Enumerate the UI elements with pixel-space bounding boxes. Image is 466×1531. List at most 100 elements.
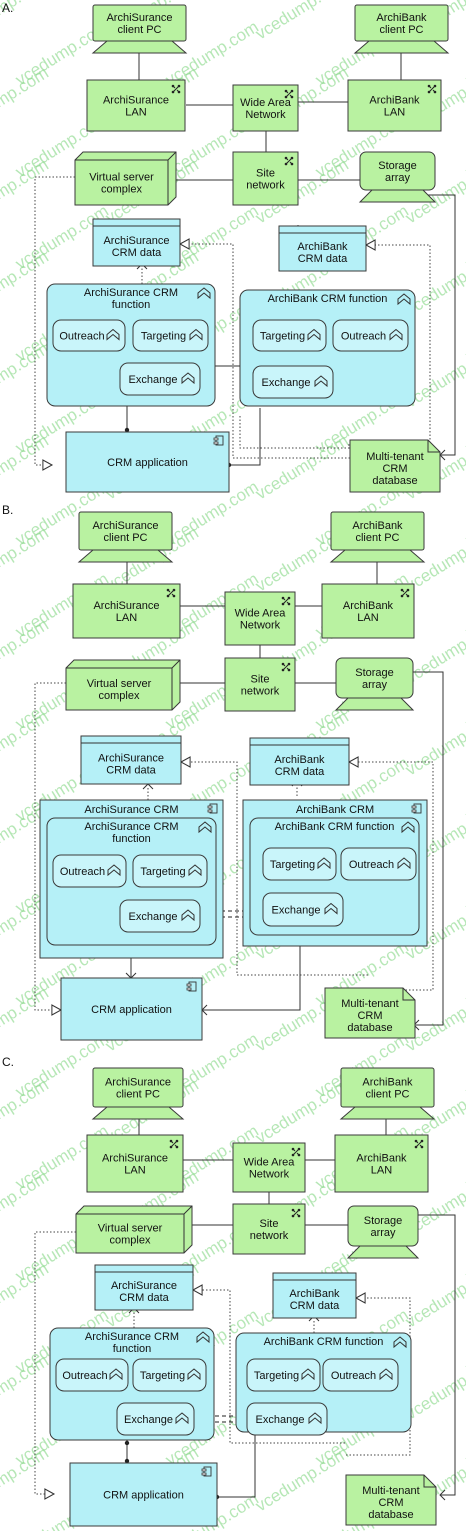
archibank-lan-a-box[interactable]: [347, 79, 442, 132]
function-icon: [189, 328, 203, 341]
function-icon: [106, 328, 120, 341]
crm-application-c-box[interactable]: [69, 1462, 218, 1527]
archibank-lan-c-box[interactable]: [334, 1134, 429, 1193]
archibank-client-pc-c-base: [339, 1106, 436, 1120]
exchange-function-c2-label: Exchange: [256, 1414, 305, 1426]
connector: [217, 1432, 256, 1498]
archisurance-crm-function-b-label: function: [112, 833, 151, 845]
exchange-function-c1-box[interactable]: [116, 1402, 195, 1436]
archisurance-lan-c-box[interactable]: [86, 1134, 184, 1193]
targeting-function-a1-box[interactable]: [132, 319, 209, 352]
component-icon: [411, 805, 417, 809]
component-icon: [186, 983, 192, 987]
archisurance-client-pc-a-label: client PC: [117, 24, 161, 36]
exchange-function-b2-box[interactable]: [262, 892, 344, 927]
wide-area-network-c-box[interactable]: [232, 1142, 306, 1193]
archisurance-crm-data-b-box[interactable]: [80, 735, 182, 785]
storage-array-a-label: Storage: [378, 160, 417, 172]
storage-array-c-label: array: [370, 1227, 396, 1239]
outreach-function-a2-box[interactable]: [332, 319, 409, 352]
archisurance-crm-component-b-label: ArchiSurance CRM: [84, 804, 178, 816]
wide-area-network-b-box[interactable]: [224, 591, 296, 646]
multi-tenant-crm-database-b-label: Multi-tenant: [341, 998, 398, 1010]
outreach-function-c1-box[interactable]: [55, 1358, 129, 1392]
multi-tenant-crm-database-b-box[interactable]: [324, 987, 416, 1039]
network-icon: [169, 1139, 173, 1143]
archisurance-lan-a-label: ArchiSurance: [103, 95, 169, 107]
archibank-client-pc-c-label: client PC: [365, 1089, 409, 1101]
network-icon: [297, 1147, 301, 1151]
archisurance-crm-data-a-label: ArchiSurance: [103, 235, 169, 247]
archisurance-crm-data-a-box[interactable]: [92, 218, 181, 267]
archisurance-crm-data-b-label: CRM data: [106, 765, 156, 777]
exchange-function-a1-box[interactable]: [119, 362, 201, 396]
virtual-server-complex-c-box[interactable]: [75, 1205, 193, 1254]
function-icon: [109, 1368, 123, 1381]
crm-application-a-box[interactable]: [65, 431, 230, 493]
archibank-crm-data-b-box[interactable]: [249, 737, 350, 786]
option-label-c: C.: [2, 1055, 14, 1069]
watermark-text: vcedump.com: [0, 1167, 52, 1239]
crm-application-b-box[interactable]: [60, 977, 203, 1041]
network-icon: [406, 588, 410, 592]
site-network-c-label: Site: [260, 1218, 279, 1230]
multi-tenant-crm-database-a-box[interactable]: [349, 439, 441, 493]
targeting-function-b2-box[interactable]: [262, 847, 337, 881]
virtual-server-complex-a-label: Virtual server: [89, 172, 154, 184]
function-icon: [397, 293, 411, 306]
site-network-b-box[interactable]: [224, 657, 296, 712]
targeting-function-b1-box[interactable]: [132, 854, 208, 888]
virtual-server-complex-b-box[interactable]: [65, 659, 181, 711]
outreach-function-b2-box[interactable]: [340, 847, 417, 881]
option-label-b: B.: [2, 503, 13, 517]
exchange-function-a2-box[interactable]: [252, 365, 334, 399]
outreach-function-a1-box[interactable]: [52, 319, 126, 352]
archibank-client-pc-b-label: client PC: [355, 532, 399, 544]
multi-tenant-crm-database-a-label: CRM: [382, 463, 407, 475]
outreach-function-c2-label: Outreach: [331, 1370, 376, 1382]
network-icon: [175, 1145, 179, 1149]
realization-arrowhead: [42, 459, 54, 471]
archibank-crm-data-b-label: CRM data: [275, 766, 325, 778]
exchange-function-c2-box[interactable]: [246, 1402, 328, 1436]
network-icon: [427, 84, 431, 88]
watermark-text: vcedump.com: [0, 983, 52, 1055]
targeting-function-a1-label: Targeting: [141, 331, 186, 343]
network-icon: [284, 162, 288, 166]
component-icon: [207, 809, 213, 813]
outreach-function-c2-box[interactable]: [322, 1358, 399, 1392]
network-icon: [177, 90, 181, 94]
function-icon: [188, 864, 202, 877]
network-icon: [169, 1145, 173, 1149]
archisurance-lan-b-box[interactable]: [72, 583, 181, 639]
wide-area-network-b-label: Network: [240, 620, 281, 632]
archisurance-lan-a-box[interactable]: [86, 79, 186, 132]
multi-tenant-crm-database-c-box[interactable]: [345, 1474, 437, 1526]
targeting-function-c2-box[interactable]: [246, 1358, 321, 1392]
watermark-text: vcedump.com: [252, 0, 352, 43]
multi-tenant-crm-database-c-label: database: [368, 1509, 413, 1521]
archibank-lan-b-label: ArchiBank: [343, 600, 394, 612]
site-network-a-box[interactable]: [232, 151, 299, 206]
wide-area-network-b-label: Wide Area: [235, 608, 287, 620]
targeting-function-a2-box[interactable]: [252, 319, 327, 352]
targeting-function-c1-box[interactable]: [132, 1358, 207, 1392]
archibank-lan-b-box[interactable]: [321, 583, 415, 639]
network-icon: [420, 1145, 424, 1149]
exchange-function-b1-box[interactable]: [119, 899, 201, 933]
network-icon: [414, 1145, 418, 1149]
exchange-function-b2-label: Exchange: [272, 905, 321, 917]
outreach-function-b1-box[interactable]: [52, 854, 127, 888]
outreach-function-b2-label: Outreach: [349, 859, 394, 871]
outreach-function-c1-label: Outreach: [62, 1370, 107, 1382]
network-icon: [281, 596, 285, 600]
virtual-server-complex-a-box[interactable]: [74, 151, 177, 206]
site-network-c-box[interactable]: [232, 1203, 306, 1255]
